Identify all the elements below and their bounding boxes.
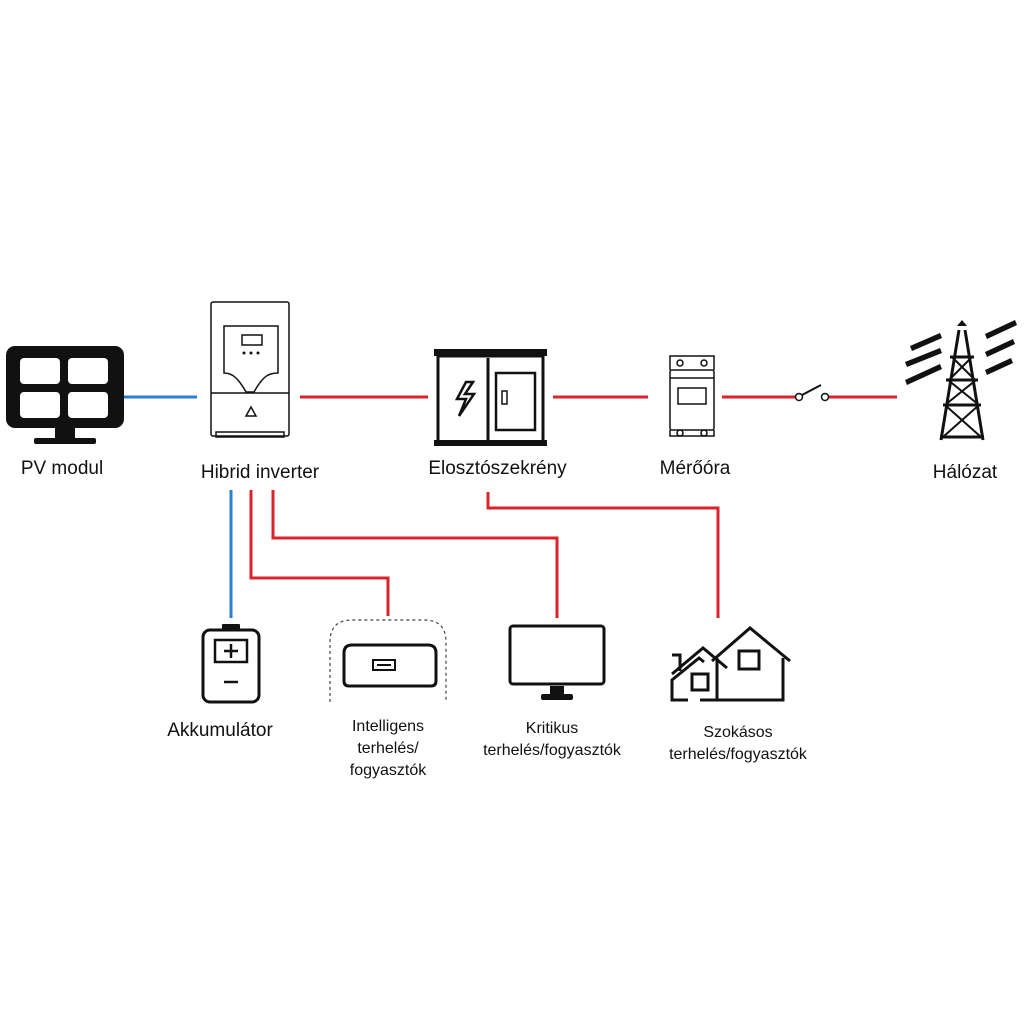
smart-load-label-line-1: Intelligens: [351, 718, 425, 735]
link-cabinet-normal-load: [486, 492, 720, 618]
meter-label: Mérőóra: [659, 458, 731, 479]
energy-meter-icon: [669, 355, 715, 437]
link-inverter-critical-load: [271, 490, 559, 618]
normal-load-label-line-1: Szokásos: [703, 724, 773, 741]
smart-load-label-line-3: fogyasztók: [349, 762, 427, 779]
connection-lines: [124, 395, 897, 618]
critical-load-label: Kritikus terhelés/fogyasztók: [462, 718, 642, 762]
pv-module-label: PV modul: [20, 458, 104, 479]
normal-load-label: Szokásos terhelés/fogyasztók: [648, 722, 828, 766]
critical-load-label-line-2: terhelés/fogyasztók: [483, 742, 621, 759]
smart-load-label-line-2: terhelés/: [357, 740, 419, 757]
hybrid-inverter-label: Hibrid inverter: [200, 462, 320, 483]
battery-label: Akkumulátor: [167, 720, 273, 741]
grid-label: Hálózat: [932, 462, 998, 483]
distribution-cabinet-icon: [434, 349, 547, 446]
smart-load-label: Intelligens terhelés/ fogyasztók: [318, 716, 458, 782]
houses-icon: [670, 626, 791, 702]
inverter-icon: [210, 301, 290, 438]
power-pylon-icon: [905, 320, 1017, 441]
solar-panel-icon: [6, 346, 124, 444]
grid-switch: [794, 384, 830, 402]
normal-load-label-line-2: terhelés/fogyasztók: [669, 746, 807, 763]
monitor-icon: [508, 624, 606, 700]
critical-load-label-line-1: Kritikus: [525, 720, 579, 737]
link-inverter-smart-load: [249, 490, 390, 616]
battery-icon: [201, 624, 261, 704]
distribution-cabinet-label: Elosztószekrény: [428, 458, 567, 479]
smart-load-icon: [329, 619, 447, 702]
